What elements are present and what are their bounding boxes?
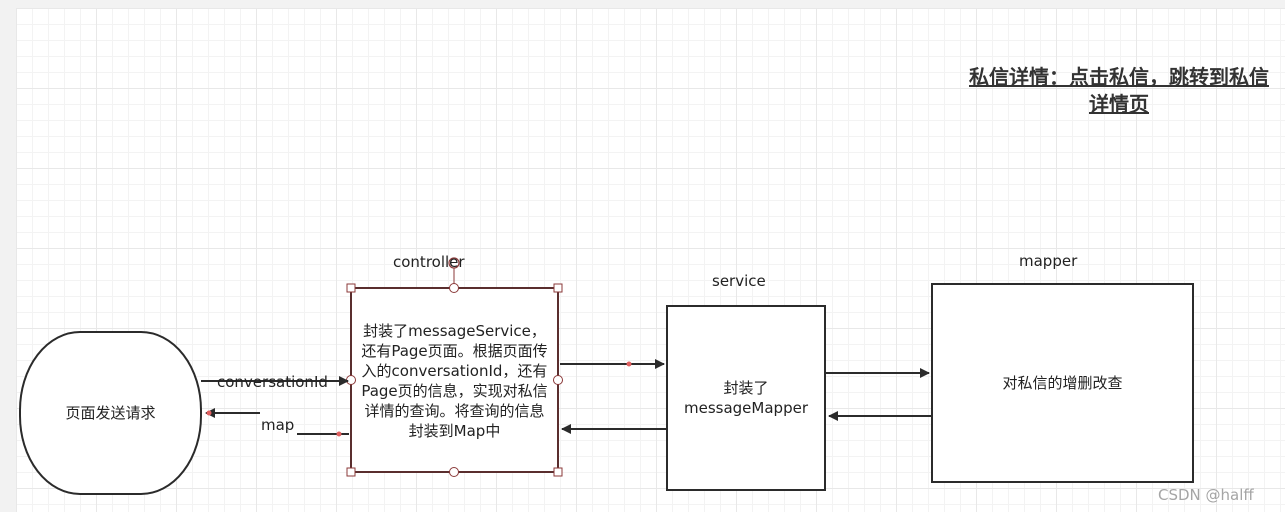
diagram-title: 私信详情：点击私信，跳转到私信详情页 — [969, 65, 1269, 116]
controller-text: 封装了messageService，还有Page页面。根据页面传入的conver… — [361, 322, 548, 440]
connector-point — [626, 361, 632, 367]
edge-label-conversation-id: conversationId — [217, 373, 328, 391]
mapper-text: 对私信的增删改查 — [1002, 374, 1123, 392]
service-box[interactable] — [666, 305, 826, 491]
mapper-heading: mapper — [1019, 252, 1078, 270]
service-heading: service — [712, 272, 766, 290]
mapper-box[interactable] — [931, 283, 1194, 483]
watermark: CSDN @halff — [1158, 486, 1254, 504]
controller-box[interactable] — [350, 287, 559, 473]
page-request-shape[interactable] — [19, 331, 202, 495]
connector-point — [336, 431, 342, 437]
page-request-text: 页面发送请求 — [65, 404, 156, 422]
controller-selection-handles[interactable] — [346, 257, 563, 477]
service-text: 封装了messageMapper — [684, 379, 808, 417]
rotate-handle-icon — [448, 257, 460, 269]
controller-heading: controller — [393, 253, 465, 271]
top-ruler — [0, 0, 1285, 8]
edge-label-map: map — [261, 416, 295, 434]
connector-point — [206, 410, 212, 416]
left-ruler — [0, 0, 16, 512]
